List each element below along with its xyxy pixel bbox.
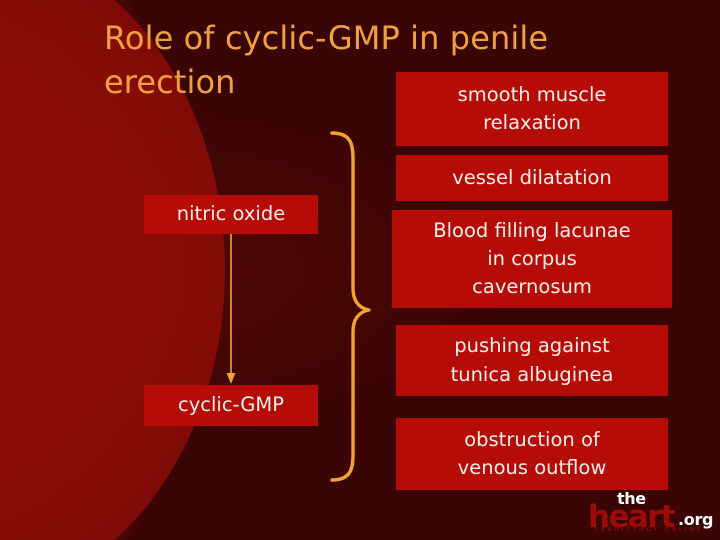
page-title: Role of cyclic-GMP in penile erection [104, 19, 549, 102]
box-blood-filling-lacunae: Blood filling lacunae in corpus cavernos… [392, 210, 672, 308]
box-obstruction-of-venous-outflow: obstruction of venous outflow [396, 418, 668, 490]
logo-word-heart: heart [588, 499, 676, 535]
theheart-org-logo: the heart .org CARDIOLOGY ONLINE [585, 490, 717, 538]
nitric-oxide-to-cyclic-gmp-arrow [226, 234, 236, 384]
logo-tagline: CARDIOLOGY ONLINE [594, 527, 703, 533]
box-pushing-against-tunica-albuginea: pushing against tunica albuginea [396, 325, 668, 396]
box-nitric-oxide: nitric oxide [144, 195, 318, 234]
logo-word-org: .org [678, 510, 714, 529]
box-cyclic-gmp: cyclic-GMP [144, 385, 318, 426]
right-pointing-curly-brace [330, 131, 371, 482]
box-smooth-muscle-relaxation: smooth muscle relaxation [396, 72, 668, 146]
logo-word-the: the [617, 489, 646, 508]
box-vessel-dilatation: vessel dilatation [396, 155, 668, 201]
